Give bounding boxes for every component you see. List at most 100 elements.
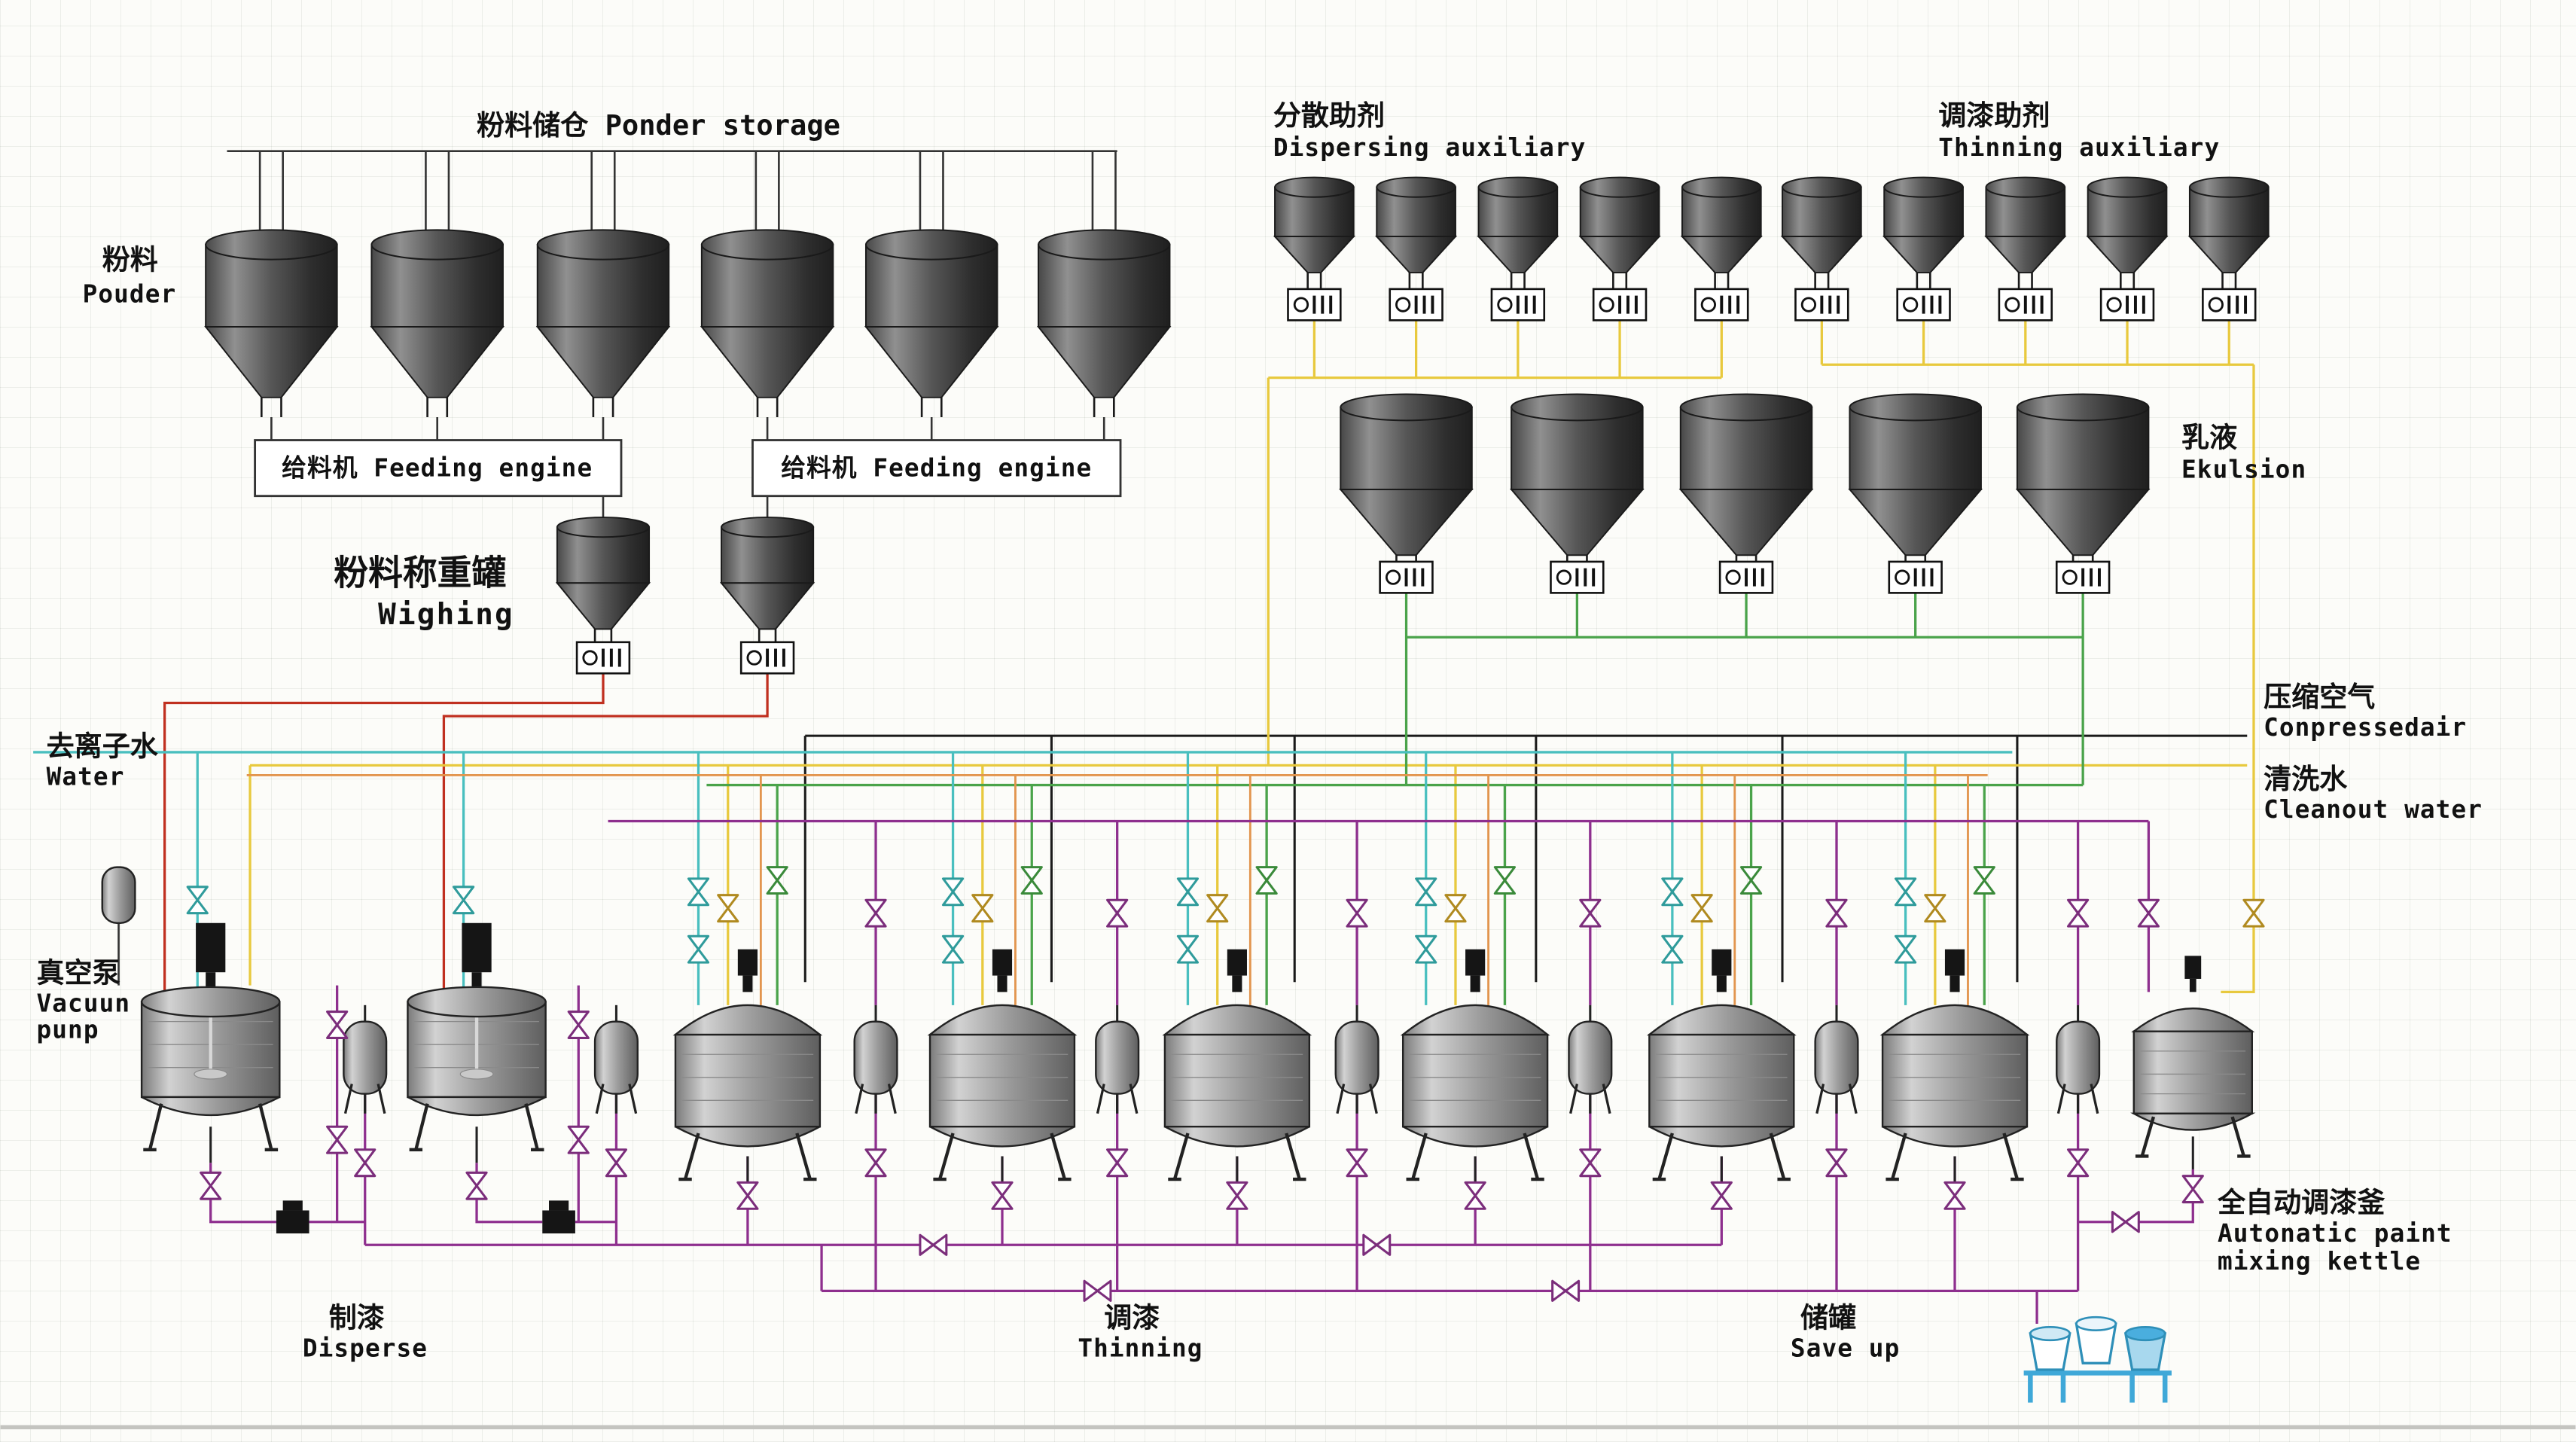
valve-icon xyxy=(1493,866,1517,895)
valve-icon xyxy=(1206,894,1229,923)
mixing-tank xyxy=(675,950,820,1193)
weigher-icon xyxy=(1997,287,2053,322)
auxiliary-hopper xyxy=(1273,176,1355,291)
label-emulsion-cn: 乳液 xyxy=(2181,421,2237,453)
label-water-cn: 去离子水 xyxy=(47,730,159,762)
auxiliary-hopper xyxy=(1681,176,1762,291)
label-powder-storage: 粉料储仓 Ponder storage xyxy=(477,109,840,142)
weigher-icon xyxy=(1549,559,1605,595)
valve-icon xyxy=(1973,866,1995,895)
weigher-icon xyxy=(2099,287,2155,322)
valve-icon xyxy=(1362,1233,1392,1256)
valve-icon xyxy=(1739,866,1763,895)
valve-icon xyxy=(1106,898,1129,928)
valve-icon xyxy=(1083,1279,1112,1302)
valve-icon xyxy=(326,1125,349,1154)
auxiliary-pipes xyxy=(248,320,2255,1005)
buffer-vessel xyxy=(2055,1004,2101,1115)
valve-icon xyxy=(1943,1181,1966,1210)
valve-icon xyxy=(864,898,887,928)
emulsion-hopper xyxy=(1510,393,1644,569)
discharge-pumps xyxy=(276,1200,575,1234)
powder-silo xyxy=(370,229,505,419)
powder-feed-pipes xyxy=(163,673,769,992)
weigher-icon xyxy=(1286,287,1343,322)
valve-icon xyxy=(1579,1148,1602,1178)
label-vacuum-en2: punp xyxy=(37,1015,99,1044)
label-compressed-air-cn: 压缩空气 xyxy=(2264,681,2375,713)
valve-icon xyxy=(1255,866,1278,895)
valve-icon xyxy=(2066,898,2090,928)
valve-icon xyxy=(1346,1148,1368,1178)
label-vacuum-cn: 真空泵 xyxy=(37,956,120,989)
label-thinning-cn: 调漆 xyxy=(1104,1301,1160,1334)
structure-lines xyxy=(117,150,1117,986)
powder-manifold-pipe xyxy=(117,150,1117,986)
valve-icon xyxy=(991,1181,1014,1210)
valve-icon xyxy=(452,886,475,915)
powder-silo xyxy=(700,229,834,419)
valve-icon xyxy=(1551,1279,1581,1302)
valve-icon xyxy=(1894,877,1917,907)
valve-icon xyxy=(567,1011,590,1039)
solvent-pipe xyxy=(246,774,1988,1005)
valve-icon xyxy=(1924,894,1946,923)
valve-icon xyxy=(2242,898,2265,928)
valve-icon xyxy=(354,1148,376,1178)
auxiliary-hopper xyxy=(1375,176,1457,291)
valve-icon xyxy=(2137,898,2160,928)
weigher-icon xyxy=(1794,287,1850,322)
valve-icon xyxy=(1176,934,1200,964)
valve-icon xyxy=(1346,898,1368,928)
valve-icon xyxy=(1176,877,1200,907)
buffer-vessel xyxy=(1567,1004,1613,1115)
label-vacuum-en1: Vacuun xyxy=(37,989,131,1018)
valve-icon xyxy=(1106,1148,1129,1178)
weigher-icon xyxy=(1489,287,1546,322)
valve-icon xyxy=(1710,1181,1733,1210)
label-weighing-cn: 粉料称重罐 xyxy=(334,552,506,593)
emulsion-hopper xyxy=(1849,393,1983,569)
powder-silo xyxy=(864,229,998,419)
emulsion-hoppers xyxy=(1339,393,2150,595)
valve-icon xyxy=(687,934,710,964)
weigher-icon xyxy=(1378,559,1434,595)
valve-icon xyxy=(1444,894,1467,923)
label-thinning-aux-cn: 调漆助剂 xyxy=(1938,99,2050,132)
auxiliary-hopper xyxy=(1579,176,1660,291)
paint-mixing-kettle xyxy=(2134,956,2252,1169)
valve-icon xyxy=(1020,866,1043,895)
storage-tank xyxy=(1882,950,2027,1193)
vacuum-pump xyxy=(101,866,136,924)
label-kettle-en2: mixing kettle xyxy=(2218,1247,2421,1276)
emulsion-hopper xyxy=(1679,393,1813,569)
valve-icon xyxy=(1661,934,1684,964)
label-feeding-engine-2: 给料机 Feeding engine xyxy=(781,454,1092,483)
label-powder-cn: 粉料 xyxy=(102,244,158,276)
label-compressed-air-en: Conpressedair xyxy=(2264,713,2467,742)
valve-icon xyxy=(1690,894,1713,923)
weighing-hoppers xyxy=(556,516,815,675)
valve-icon xyxy=(1226,1181,1248,1210)
label-cleanout-en: Cleanout water xyxy=(2264,795,2483,824)
label-disperse-cn: 制漆 xyxy=(329,1301,385,1334)
label-water-en: Water xyxy=(47,763,125,791)
valve-icon xyxy=(567,1125,590,1154)
mixing-tanks xyxy=(675,950,2252,1193)
emulsion-pipes xyxy=(706,593,2084,1005)
valve-icon xyxy=(200,1171,222,1200)
auxiliary-pipe xyxy=(248,320,2255,1005)
valve-icon xyxy=(186,886,209,915)
valve-icon xyxy=(687,877,710,907)
mixing-tank xyxy=(1403,950,1547,1193)
buffer-vessel xyxy=(342,1004,388,1115)
valve-icon xyxy=(2181,1175,2204,1204)
weigher-icon xyxy=(2201,287,2257,322)
label-emulsion-en: Ekulsion xyxy=(2181,456,2306,484)
buffer-vessel xyxy=(1094,1004,1140,1115)
weighing-hopper xyxy=(720,516,815,644)
valve-icon xyxy=(941,934,965,964)
weigher-icon xyxy=(739,640,795,675)
